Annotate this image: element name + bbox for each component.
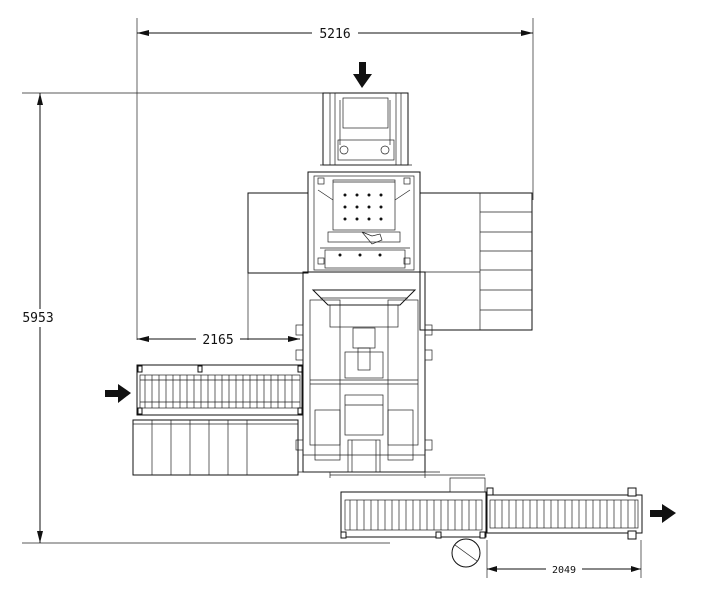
main-machine-lower [295, 271, 433, 473]
arrow-right-icon [650, 504, 676, 523]
dimension-infeed: 2165 [137, 331, 300, 348]
outfeed-conveyor [330, 474, 487, 568]
arrow-right-icon [105, 384, 131, 403]
dimension-height: 5953 [20, 92, 390, 544]
base-frame [298, 471, 440, 478]
right-cabinet [419, 192, 533, 331]
main-machine-upper [307, 171, 421, 273]
arrow-down-icon [353, 62, 372, 88]
infeed-conveyor [136, 364, 303, 416]
pallet-stack [132, 419, 299, 476]
outfeed-dimension-label: 2049 [552, 565, 576, 576]
width-dimension-label: 5216 [319, 27, 350, 42]
infeed-dimension-label: 2165 [202, 333, 233, 348]
left-cabinet [247, 192, 309, 340]
dimension-outfeed: 2049 [486, 540, 642, 578]
top-feeder [320, 92, 412, 166]
outfeed-extension [486, 487, 643, 540]
dimension-width: 5216 [136, 18, 534, 340]
height-dimension-label: 5953 [22, 311, 53, 326]
